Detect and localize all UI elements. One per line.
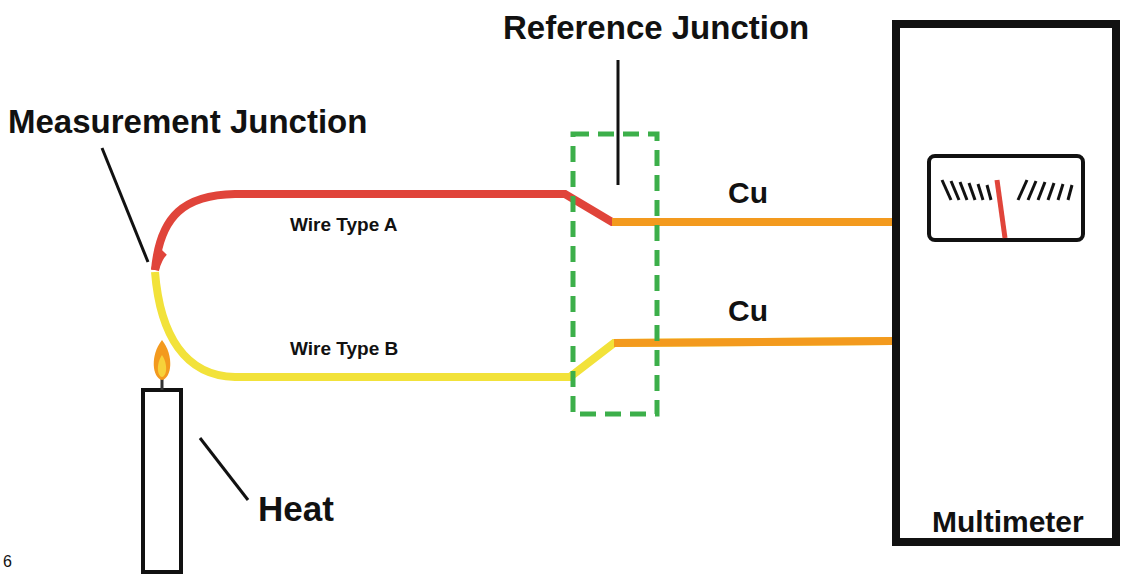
- needle: [997, 180, 1005, 238]
- flame: [154, 340, 171, 380]
- wire-label: Wire Type A: [290, 215, 398, 236]
- scale-tick: [1038, 182, 1045, 200]
- copper-wire: [612, 218, 892, 226]
- copper-wire: [614, 341, 892, 343]
- scale-tick: [1048, 183, 1054, 200]
- scale-tick: [1068, 185, 1072, 200]
- wire-a: [155, 194, 892, 270]
- leader-line: [617, 60, 620, 185]
- scale-tick: [1028, 181, 1036, 200]
- scale-tick: [960, 182, 967, 200]
- page-number: 6: [3, 553, 12, 571]
- material-label: Cu: [728, 294, 768, 327]
- multimeter-body: [896, 24, 1116, 542]
- scale-tick: [942, 180, 951, 200]
- part-label: Reference Junction: [503, 10, 809, 46]
- part-label: Measurement Junction: [8, 104, 367, 140]
- wire-b: [155, 272, 892, 377]
- scale-tick: [951, 181, 959, 200]
- part-label: Heat: [258, 490, 334, 529]
- leader-line: [102, 148, 148, 262]
- scale-tick: [1058, 184, 1063, 200]
- leader-line: [200, 438, 248, 500]
- reference-box: [573, 134, 657, 414]
- scale-tick: [1018, 180, 1027, 200]
- wire-label: Wire Type B: [290, 339, 398, 360]
- flame: [158, 355, 166, 377]
- scale-tick: [969, 183, 975, 200]
- meter-face: [929, 156, 1083, 240]
- scale-tick: [978, 184, 983, 200]
- scale-ticks: [942, 180, 1072, 200]
- junction: [155, 252, 164, 270]
- material-label: Cu: [728, 176, 768, 209]
- candle: [143, 390, 181, 572]
- scale-tick: [987, 185, 991, 200]
- part-label: Multimeter: [932, 505, 1084, 538]
